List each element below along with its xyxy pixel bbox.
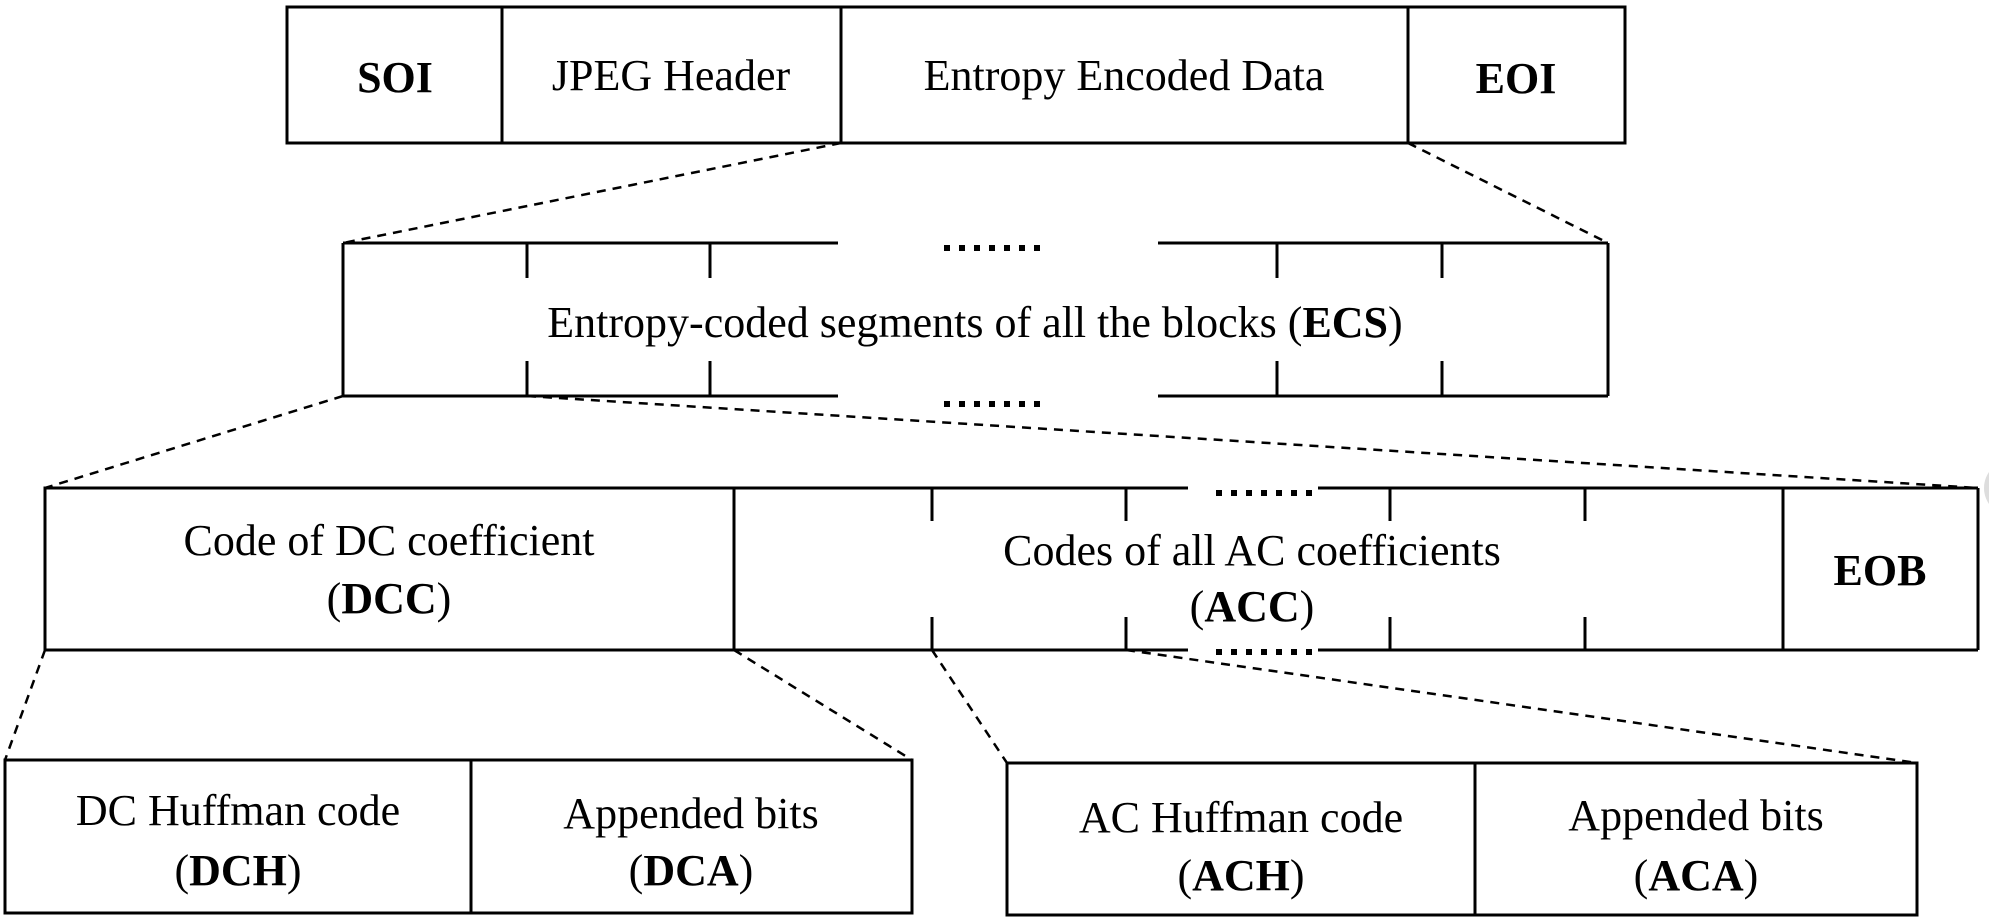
jpeg-file-row: SOI JPEG Header Entropy Encoded Data EOI	[285, 5, 1627, 145]
entropy-encoded-data-label: Entropy Encoded Data	[924, 51, 1325, 100]
acc-label-line1: Codes of all AC coefficients	[1003, 526, 1501, 575]
aca-label-line1: Appended bits	[1568, 791, 1823, 840]
jpeg-file-outline	[285, 5, 1627, 145]
expand-entropy-right	[1407, 141, 1609, 245]
eoi-label: EOI	[1476, 54, 1557, 103]
dch-label-line1: DC Huffman code	[76, 786, 400, 835]
dca-label-line1: Appended bits	[563, 789, 818, 838]
dch-label-line2: (DCH)	[174, 846, 301, 895]
dcc-label-line2: (DCC)	[327, 574, 452, 623]
acc-label-line2: (ACC)	[1190, 582, 1315, 631]
dc-detail-row: DC Huffman code (DCH) Appended bits (DCA…	[3, 758, 914, 915]
aca-label-line2: (ACA)	[1634, 851, 1759, 900]
expand-ecs-left	[44, 394, 344, 490]
ac-detail-row: AC Huffman code (ACH) Appended bits (ACA…	[1005, 761, 1919, 917]
expand-ecs-right	[526, 394, 1979, 490]
ach-label-line2: (ACH)	[1177, 851, 1304, 900]
dcc-box	[43, 486, 736, 652]
dcc-label-line1: Code of DC coefficient	[184, 516, 595, 565]
expand-dcc-right	[733, 648, 913, 762]
ecs-row: Entropy-coded segments of all the blocks…	[341, 241, 1610, 407]
expand-dcc-left	[3, 649, 47, 761]
expand-entropy-left	[342, 141, 842, 245]
dca-label-line2: (DCA)	[629, 846, 754, 895]
expand-acc-left	[930, 649, 1009, 764]
jpeg-header-label: JPEG Header	[552, 51, 791, 100]
soi-label: SOI	[357, 53, 433, 102]
dc-detail-outline	[3, 758, 914, 915]
ecs-label: Entropy-coded segments of all the blocks…	[547, 298, 1402, 347]
eob-label: EOB	[1834, 546, 1927, 595]
expand-acc-right	[1125, 648, 1918, 765]
block-row: Code of DC coefficient (DCC) Codes of al…	[43, 486, 1980, 655]
ach-label-line1: AC Huffman code	[1079, 793, 1403, 842]
edge-circle-fragment	[1984, 472, 1989, 504]
ac-detail-outline	[1005, 761, 1919, 917]
